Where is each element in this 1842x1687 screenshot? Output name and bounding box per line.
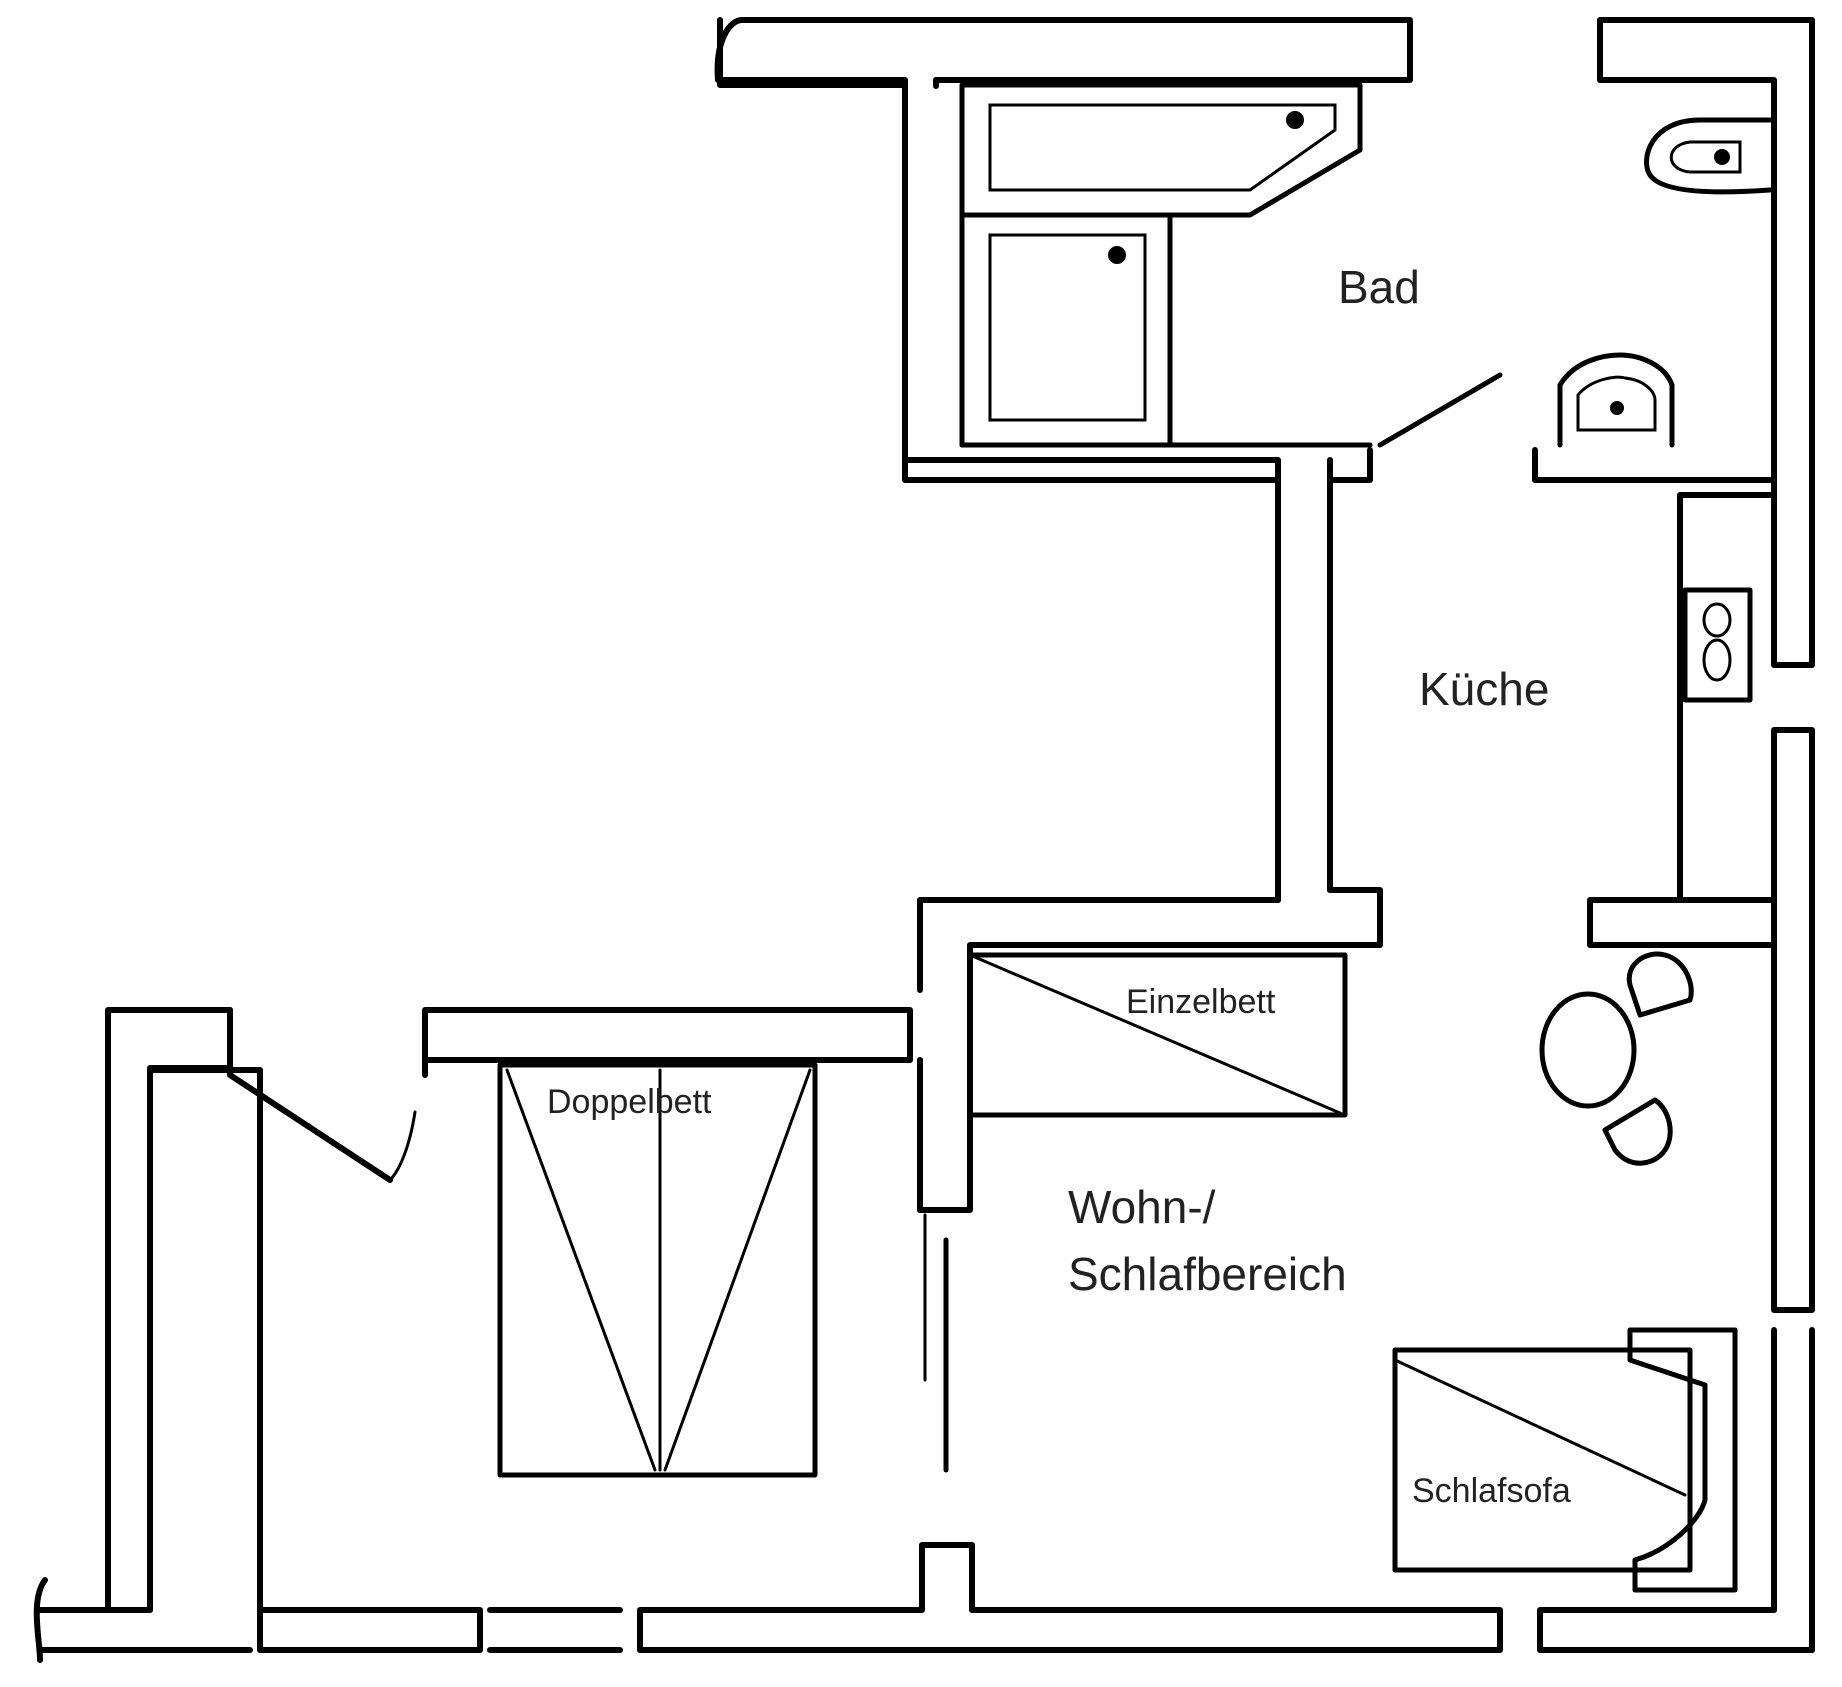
room-labels: Bad Küche Wohn-/ Schlafbereich Einzelbet… [547, 261, 1571, 1510]
interior-walls [227, 447, 1777, 1473]
room-label-wohn-2: Schlafbereich [1068, 1248, 1347, 1300]
stove-burner-icon [1702, 602, 1732, 638]
dining-set [1539, 951, 1694, 1166]
bottom-wall [637, 1542, 1503, 1653]
bathtub [959, 82, 1363, 218]
shower-drain-icon [1108, 246, 1126, 264]
top-wall-left [714, 17, 1413, 89]
chair-icon [1602, 1097, 1673, 1166]
kitchen-counter [1682, 587, 1753, 703]
bathtub-drain-icon [1286, 111, 1304, 129]
outer-walls [33, 17, 1815, 1663]
dining-table-icon [1539, 991, 1637, 1109]
furniture-label-schlafsofa: Schlafsofa [1412, 1472, 1571, 1510]
washbasin-icon [1557, 352, 1675, 448]
schlafsofa [1392, 1347, 1693, 1573]
left-wall [105, 1007, 233, 1613]
room-label-wohn-1: Wohn-/ [1068, 1181, 1216, 1233]
stove-burner-icon [1702, 638, 1732, 682]
shower [959, 212, 1173, 448]
doppelbett [497, 1062, 818, 1478]
kitchen-fixtures [1682, 587, 1753, 703]
einzelbett [967, 952, 1348, 1118]
bathroom-fixtures [959, 82, 1773, 448]
room-label-bad: Bad [1338, 261, 1420, 313]
chair-icon [1626, 951, 1694, 1018]
right-wall [1771, 727, 1815, 1313]
beds [497, 952, 1738, 1593]
furniture-label-einzelbett: Einzelbett [1126, 983, 1276, 1021]
furniture-label-doppelbett: Doppelbett [547, 1083, 712, 1121]
toilet-icon [1644, 117, 1773, 195]
room-label-kueche: Küche [1419, 663, 1549, 715]
